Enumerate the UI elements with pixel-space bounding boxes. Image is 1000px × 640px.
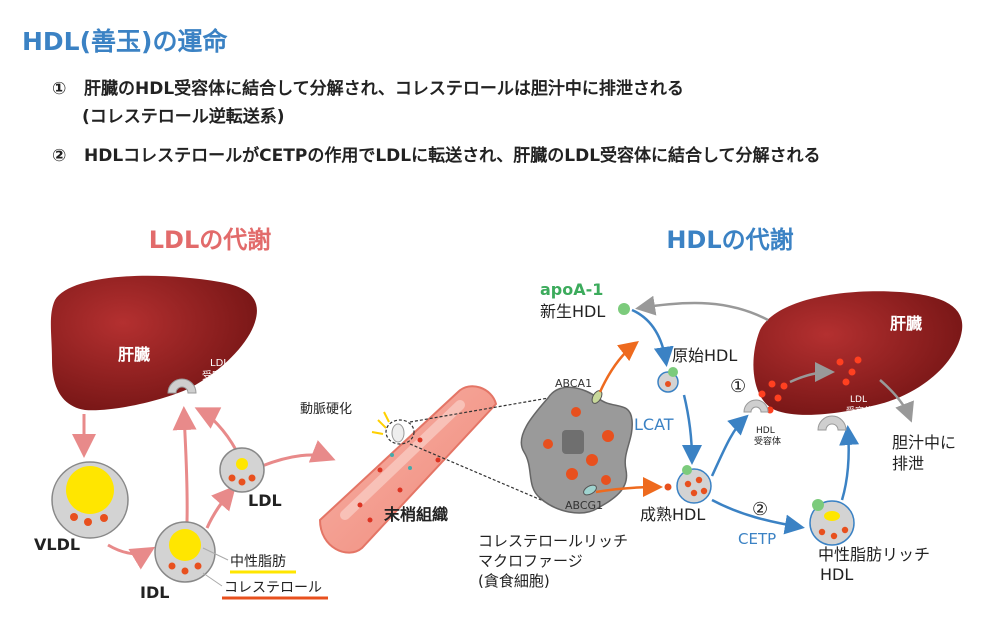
hdl-liver-label: 肝臓 — [890, 314, 922, 333]
mature-hdl-label: 成熟HDL — [640, 505, 705, 524]
ldl-receptor-label-2: 受容体 — [202, 369, 232, 382]
point-1-number: ① — [52, 79, 67, 99]
peripheral-label: 末梢組織 — [384, 505, 448, 524]
atherosclerosis-label: 動脈硬化 — [300, 402, 352, 417]
zoom-line-bottom — [409, 443, 561, 509]
tg-rich-hdl-label-2: HDL — [820, 565, 853, 584]
abcg1-transporter — [583, 484, 597, 496]
zoom-circle — [385, 419, 415, 445]
idl-label: IDL — [140, 583, 169, 602]
legend-tg-label: 中性脂肪 — [230, 554, 286, 570]
arrow-abcg1-to-hdl — [595, 477, 663, 498]
arrow-vldl-to-idl — [107, 543, 156, 570]
lcat-label: LCAT — [634, 415, 674, 434]
macrophage — [520, 386, 633, 514]
vldl-label: VLDL — [34, 535, 80, 554]
route-1-marker: ① — [730, 376, 746, 397]
macrophage-label-1: コレステロールリッチ — [478, 532, 628, 550]
vldl-particle — [51, 461, 129, 539]
ldl-receptor-right-shape — [817, 415, 847, 431]
arrow-primitive-to-mature — [681, 394, 702, 465]
arrow-idl-to-liver — [172, 406, 197, 523]
nascent-hdl-particle — [618, 303, 630, 315]
arrow-liver-to-bile — [879, 379, 914, 423]
ldl-liver-label: 肝臓 — [118, 345, 150, 364]
arrow-idl-to-ldl — [205, 485, 236, 529]
cholesterol-dot — [664, 483, 672, 491]
apoa1-label: apoA-1 — [540, 280, 603, 299]
abcg1-label: ABCG1 — [565, 499, 603, 512]
hdl-receptor-label-2: 受容体 — [754, 435, 781, 447]
arrow-abca1-to-hdl — [598, 340, 639, 393]
arrow-internal-liver — [789, 362, 835, 384]
ldl-receptor-shape — [167, 378, 197, 394]
ldl-particle — [219, 447, 265, 493]
page-title: HDL(善玉)の運命 — [22, 27, 228, 56]
point-1: ① 肝臓のHDL受容体に結合して分解され、コレステロールは胆汁中に排泄される — [52, 74, 684, 99]
blood-vessel — [318, 385, 498, 554]
ldl-receptor-right-label-1: LDL — [850, 395, 867, 405]
ldl-receptor-right-label-2: 受容体 — [846, 405, 873, 417]
hdl-receptor-shape — [743, 399, 769, 413]
arrow-tg-rich-to-ldl-receptor — [839, 425, 860, 501]
bile-label-1: 胆汁中に — [892, 433, 956, 452]
arrow-ldl-to-vessel — [261, 440, 336, 468]
nascent-hdl-label: 新生HDL — [540, 302, 605, 321]
ldl-heading: LDLの代謝 — [149, 226, 272, 254]
arrow-liver-to-nascent — [635, 295, 769, 322]
cetp-label: CETP — [738, 530, 776, 548]
point-2-number: ② — [52, 146, 67, 166]
ldl-liver: 肝臓 — [50, 275, 257, 411]
macrophage-label-2: マクロファージ — [478, 552, 583, 570]
macrophage-label-3: (貪食細胞) — [478, 572, 550, 590]
arrow-nascent-to-primitive — [631, 308, 674, 367]
point-2: ② HDLコレステロールがCETPの作用でLDLに転送され、肝臓のLDL受容体に結… — [52, 141, 821, 166]
hdl-liver: 肝臓 — [753, 291, 963, 415]
hdl-heading: HDLの代謝 — [666, 226, 793, 254]
primitive-hdl-label: 原始HDL — [672, 346, 737, 365]
arrow-mature-to-tg-rich — [711, 498, 805, 535]
tg-rich-hdl-particle — [809, 499, 855, 546]
point-1-subtext: (コレステロール逆転送系) — [82, 107, 285, 127]
arrow-mature-to-hdl-receptor — [710, 414, 749, 477]
abca1-label: ABCA1 — [555, 377, 592, 390]
bile-label-2: 排泄 — [892, 454, 924, 473]
atherosclerosis-marker — [371, 411, 390, 435]
primitive-hdl-particle — [657, 367, 679, 393]
legend-chol-label: コレステロール — [224, 580, 322, 596]
arrow-ldl-to-liver — [194, 407, 238, 451]
legend: 中性脂肪 コレステロール — [202, 547, 328, 600]
point-1-text: 肝臓のHDL受容体に結合して分解され、コレステロールは胆汁中に排泄される — [84, 79, 684, 99]
ldl-receptor-label-1: LDL — [210, 358, 229, 369]
zoom-line-top — [409, 395, 561, 423]
point-2-text: HDLコレステロールがCETPの作用でLDLに転送され、肝臓のLDL受容体に結合… — [84, 146, 821, 166]
hdl-receptor-label-1: HDL — [756, 426, 775, 436]
ldl-label: LDL — [248, 491, 282, 510]
idl-particle — [154, 521, 216, 583]
mature-hdl-particle — [676, 465, 712, 504]
tg-rich-hdl-label-1: 中性脂肪リッチ — [818, 545, 930, 564]
route-2-marker: ② — [752, 499, 768, 520]
